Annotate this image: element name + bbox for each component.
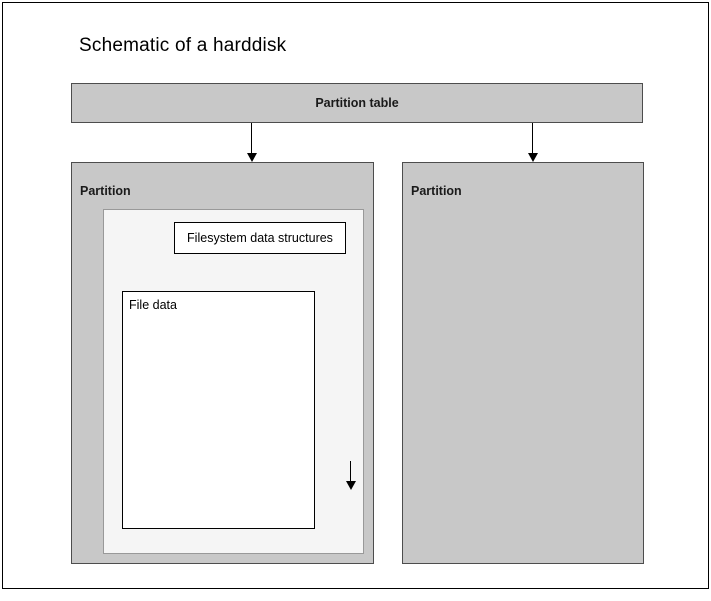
diagram-canvas: Schematic of a harddisk Partition table … — [2, 2, 709, 589]
arrow-head-to-file-data — [346, 481, 356, 490]
arrow-line-to-partition-2 — [532, 123, 533, 155]
partition-table-box[interactable]: Partition table — [71, 83, 643, 123]
arrow-line-to-partition-1 — [251, 123, 252, 155]
partition-box-2[interactable]: Partition — [402, 162, 644, 564]
partition-table-label: Partition table — [315, 96, 399, 110]
partition-box-1[interactable]: Partition Filesystem data structures Fil… — [71, 162, 374, 564]
filesystem-data-structures-label: Filesystem data structures — [187, 231, 333, 245]
arrow-line-to-file-data — [350, 461, 351, 483]
file-data-label: File data — [129, 298, 177, 312]
arrow-head-to-partition-2 — [528, 153, 538, 162]
partition-2-label: Partition — [411, 184, 462, 198]
page-title: Schematic of a harddisk — [79, 35, 287, 56]
file-data-box[interactable]: File data — [122, 291, 315, 529]
filesystem-data-structures-box[interactable]: Filesystem data structures — [174, 222, 346, 254]
filesystem-container[interactable]: Filesystem data structures File data — [103, 209, 364, 554]
arrow-head-to-partition-1 — [247, 153, 257, 162]
partition-1-label: Partition — [80, 184, 131, 198]
